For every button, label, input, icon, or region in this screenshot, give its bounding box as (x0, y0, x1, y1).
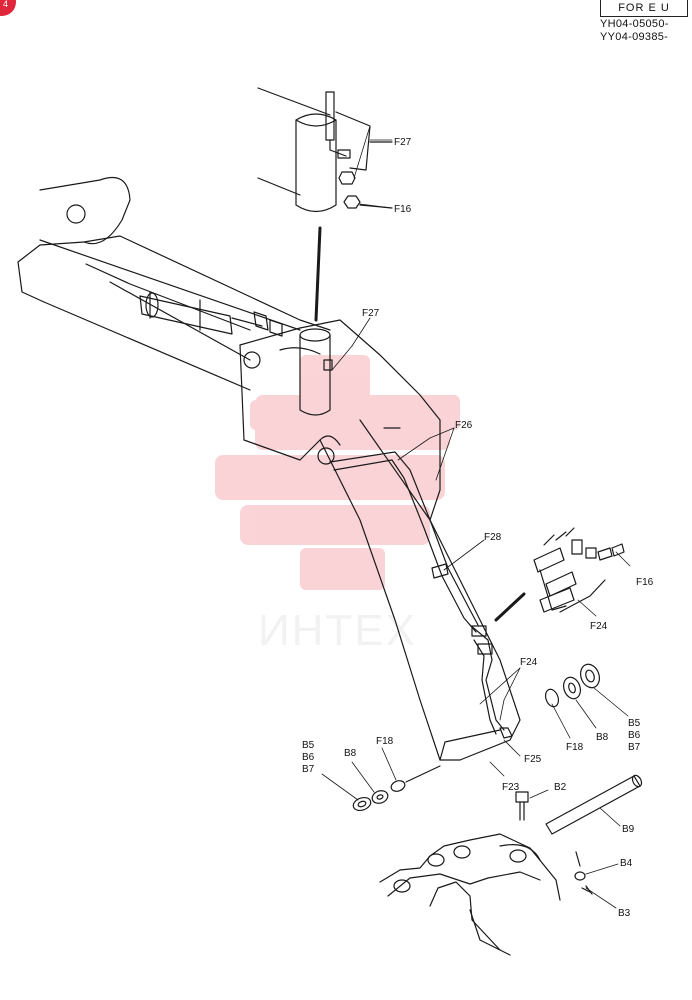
callout-b7-right: B7 (628, 742, 641, 753)
callout-b3: B3 (618, 908, 631, 919)
serial-range-2: YY04-09385- (600, 31, 669, 43)
callout-f16-right: F16 (636, 577, 654, 588)
arm-pivot (239, 319, 441, 521)
top-detail-inset (257, 87, 393, 213)
fitting-pointer-line (494, 592, 526, 622)
callout-b8-left: B8 (344, 748, 357, 759)
callout-f27-mid: F27 (362, 308, 380, 319)
callout-f18-left: F18 (376, 736, 394, 747)
left-washers (352, 765, 441, 812)
inset-pointer-line (314, 226, 322, 322)
boom-upper (17, 176, 331, 391)
bolt-b2 (515, 791, 529, 821)
callout-f23: F23 (502, 782, 520, 793)
bucket-pin (545, 774, 643, 835)
arm-cylinder (139, 291, 283, 337)
fitting-group-detail (533, 527, 625, 613)
callout-b9: B9 (622, 824, 635, 835)
callout-b5-left: B5 (302, 740, 315, 751)
hydraulic-pipes (329, 427, 513, 739)
callout-b5-right: B5 (628, 718, 641, 729)
callout-labels: F27 F16 F27 F26 F28 F16 F24 F24 F25 F23 … (302, 137, 654, 919)
callout-b4: B4 (620, 858, 633, 869)
serial-range-1: YH04-05050- (600, 18, 669, 30)
page-badge-number: 4 (2, 0, 8, 9)
bucket-link (379, 833, 561, 956)
callout-f24-right: F24 (590, 621, 608, 632)
callout-f26: F26 (455, 420, 473, 431)
region-label: FOR E U (600, 0, 688, 17)
watermark-gear-icon (215, 355, 460, 590)
watermark-text: ИНТЕХ (258, 606, 417, 655)
callout-f16-top: F16 (394, 204, 412, 215)
leader-lines (321, 125, 631, 909)
watermark-logo: ИНТЕХ (215, 355, 460, 655)
callout-b6-left: B6 (302, 752, 315, 763)
callout-f24-lower: F24 (520, 657, 538, 668)
callout-b6-right: B6 (628, 730, 641, 741)
right-washers (544, 663, 601, 708)
callout-f27-top: F27 (394, 137, 412, 148)
callout-f28: F28 (484, 532, 502, 543)
callout-b2: B2 (554, 782, 567, 793)
callout-b7-left: B7 (302, 764, 315, 775)
callout-b8-right: B8 (596, 732, 609, 743)
callout-f18-right: F18 (566, 742, 584, 753)
callout-f25: F25 (524, 754, 542, 765)
